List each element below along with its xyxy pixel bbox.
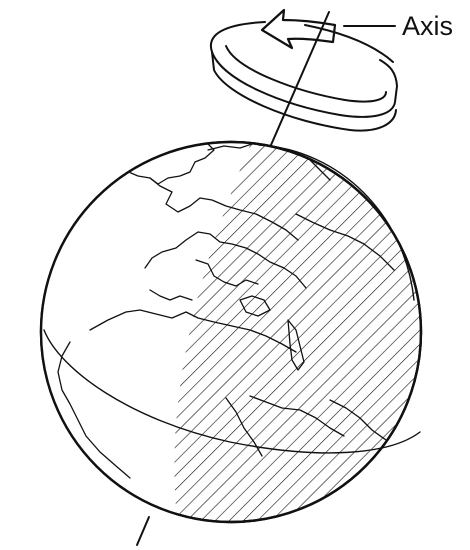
axis-label: Axis bbox=[402, 11, 453, 41]
day-side bbox=[0, 0, 272, 528]
equator-line bbox=[43, 329, 421, 454]
axis-line-top bbox=[270, 11, 330, 146]
rotation-arrow bbox=[209, 8, 398, 132]
axis-line-bottom bbox=[136, 516, 150, 546]
